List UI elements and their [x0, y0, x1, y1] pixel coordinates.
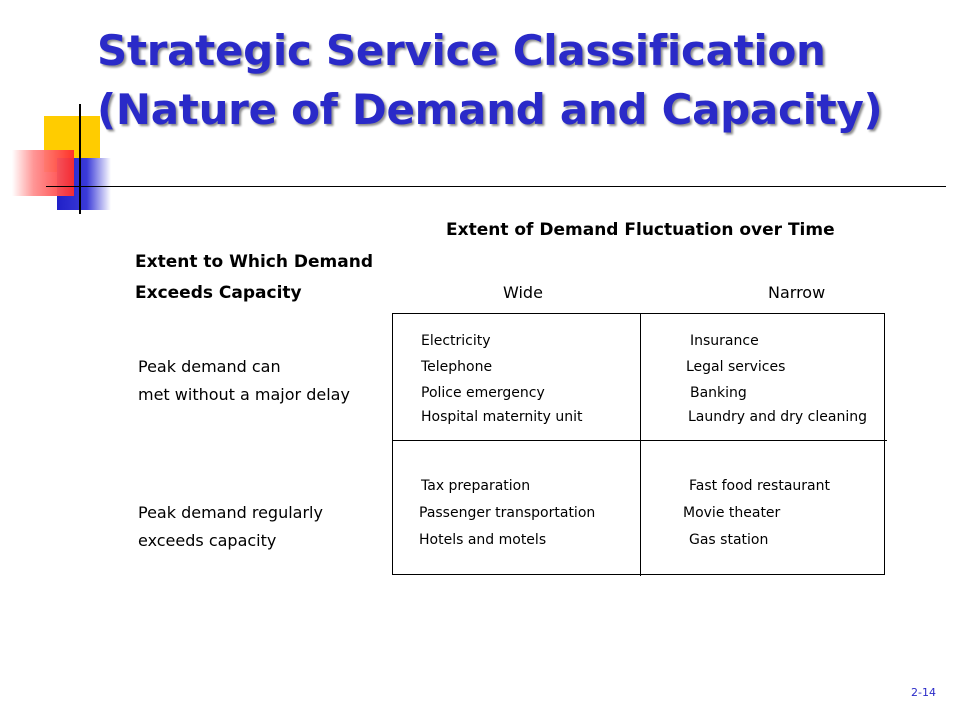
slide-number: 2-14 [911, 686, 936, 699]
column-axis-title: Extent of Demand Fluctuation over Time [446, 220, 835, 240]
row-axis-title-line-1: Extent to Which Demand [135, 252, 373, 272]
column-header-narrow: Narrow [768, 283, 826, 302]
cell-item: Gas station [689, 532, 769, 548]
row-1-label-line-2: met without a major delay [138, 385, 350, 404]
row-2-label-line-2: exceeds capacity [138, 531, 277, 550]
slide-title-line-1: Strategic Service Classification [97, 26, 826, 75]
row-1-label-line-1: Peak demand can [138, 357, 281, 376]
grid-vertical-divider [640, 313, 641, 576]
cell-item: Telephone [421, 359, 493, 375]
cell-item: Legal services [686, 359, 786, 375]
slide-title-line-2: (Nature of Demand and Capacity) [97, 85, 883, 134]
classification-grid [392, 313, 885, 575]
row-axis-title-line-2: Exceeds Capacity [135, 283, 302, 303]
cell-item: Laundry and dry cleaning [688, 409, 867, 425]
cell-item: Electricity [421, 333, 491, 349]
cell-item: Movie theater [683, 505, 781, 521]
decor-red-square [12, 150, 74, 196]
row-2-label-line-1: Peak demand regularly [138, 503, 323, 522]
cell-item: Hotels and motels [419, 532, 547, 548]
cell-item: Fast food restaurant [689, 478, 830, 494]
cell-item: Tax preparation [421, 478, 531, 494]
grid-horizontal-divider [392, 440, 887, 441]
cell-item: Insurance [690, 333, 759, 349]
column-header-wide: Wide [503, 283, 543, 302]
cell-item: Banking [690, 385, 747, 401]
decor-vertical-line [79, 104, 81, 214]
title-underline [46, 186, 946, 187]
cell-item: Police emergency [421, 385, 545, 401]
cell-item: Passenger transportation [419, 505, 596, 521]
cell-item: Hospital maternity unit [421, 409, 583, 425]
